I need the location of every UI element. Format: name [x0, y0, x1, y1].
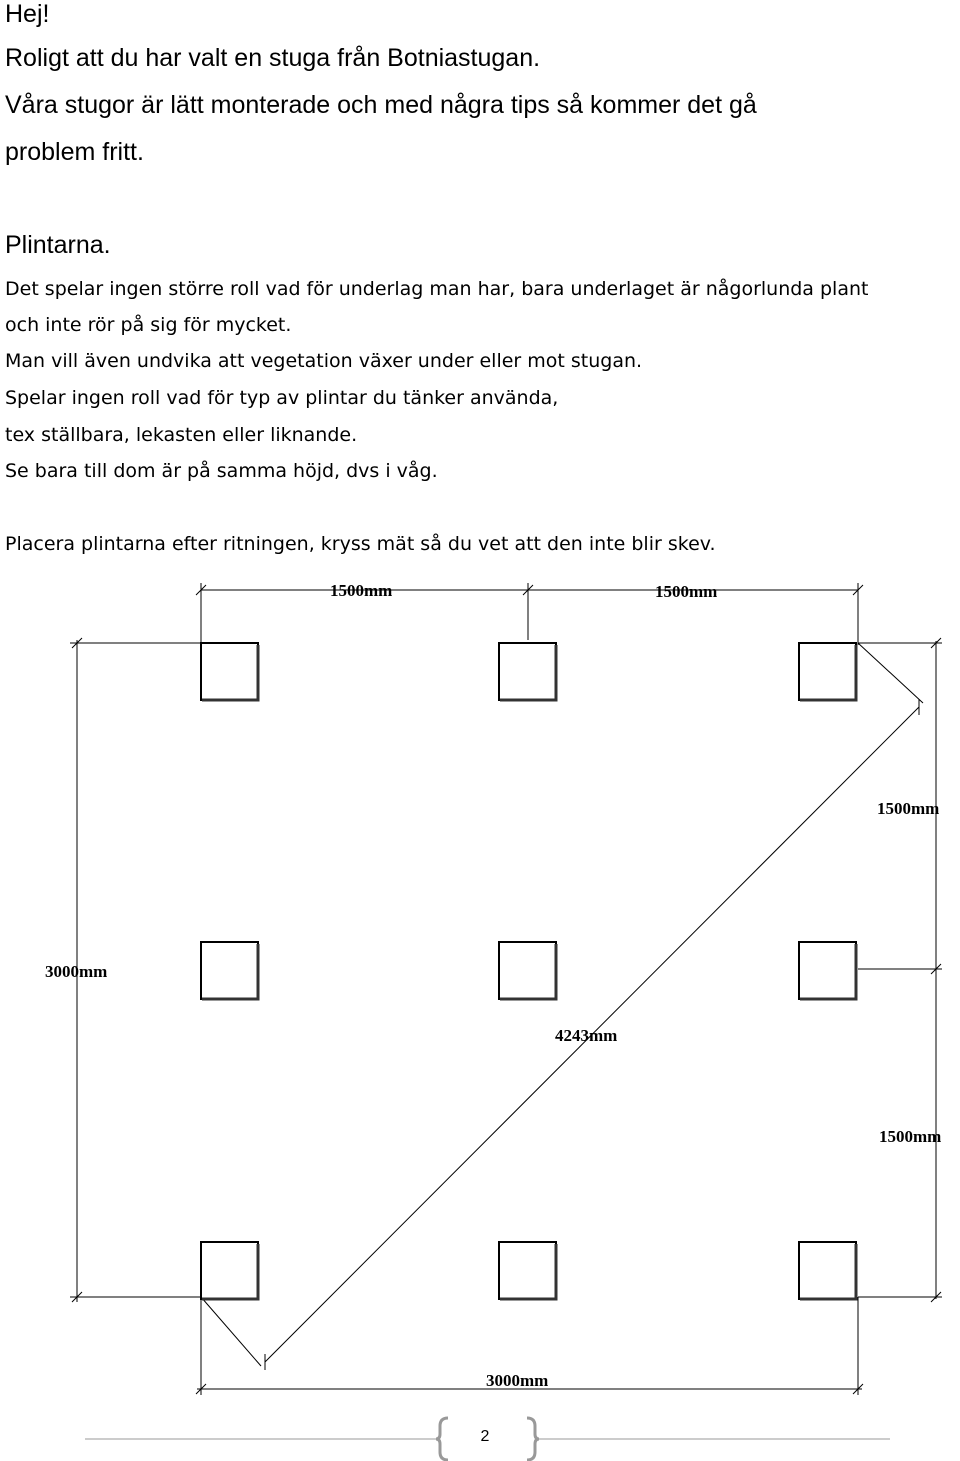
plinth — [498, 941, 557, 1000]
intro-line-2: Våra stugor är lätt monterade och med nå… — [5, 91, 757, 119]
dimension-label-top-right: 1500mm — [655, 582, 717, 601]
footer-bracket-left — [435, 1416, 449, 1461]
tick-mark — [852, 1383, 864, 1395]
foundation-plan-drawing: 1500mm 1500mm 1500mm 3000mm 4243mm 1500m… — [45, 581, 942, 1395]
plinth-shadow — [500, 944, 558, 1001]
plinth — [798, 941, 857, 1000]
diagonal-dimension-line — [264, 706, 920, 1363]
paragraph-line: tex ställbara, lekasten eller liknande. — [5, 424, 358, 446]
page-footer — [85, 1416, 890, 1461]
tick-mark — [930, 963, 942, 975]
greeting: Hej! — [5, 0, 50, 28]
paragraph-line: Spelar ingen roll vad för typ av plintar… — [5, 387, 559, 409]
tick-mark — [930, 637, 942, 649]
tick-mark — [930, 1291, 942, 1303]
intro-line-1: Roligt att du har valt en stuga från Bot… — [5, 44, 541, 72]
page-number: 2 — [480, 1428, 490, 1445]
plinth — [798, 642, 857, 701]
footer-bracket-right — [526, 1416, 540, 1461]
dimension-label-diagonal: 4243mm — [555, 1026, 617, 1045]
tick-mark — [71, 1291, 83, 1303]
tick-mark — [71, 637, 83, 649]
paragraph-line: Det spelar ingen större roll vad för und… — [5, 278, 869, 300]
instruction-line: Placera plintarna efter ritningen, kryss… — [5, 533, 716, 555]
plinth-shadow — [800, 1244, 858, 1301]
extension-line — [200, 1296, 262, 1367]
intro-line-3: problem fritt. — [5, 138, 144, 166]
plinth — [200, 642, 259, 701]
dimension-label-left: 3000mm — [45, 962, 107, 981]
plinth-shadow — [500, 1244, 558, 1301]
plinth — [798, 1241, 857, 1300]
paragraph-line: Man vill även undvika att vegetation väx… — [5, 350, 643, 372]
plinth-shadow — [202, 1244, 260, 1301]
extension-line — [857, 642, 924, 704]
plinth — [200, 941, 259, 1000]
paragraph-line: och inte rör på sig för mycket. — [5, 314, 292, 336]
plinth-shadow — [500, 645, 558, 702]
tick-mark — [195, 584, 207, 596]
tick-mark — [195, 1383, 207, 1395]
tick-mark — [852, 584, 864, 596]
dimension-label-right-lower: 1500mm — [879, 1127, 941, 1146]
plinth — [498, 642, 557, 701]
plinth-shadow — [800, 944, 858, 1001]
plinth — [200, 1241, 259, 1300]
dimension-label-bottom: 3000mm — [486, 1371, 548, 1390]
plinth-shadow — [800, 645, 858, 702]
plinth — [498, 1241, 557, 1300]
tick-mark — [522, 584, 534, 596]
dimension-label-top-left: 1500mm — [330, 581, 392, 600]
plinth-shadow — [202, 944, 260, 1001]
paragraph-line: Se bara till dom är på samma höjd, dvs i… — [5, 460, 438, 482]
dimension-label-right-upper: 1500mm — [877, 799, 939, 818]
section-heading: Plintarna. — [5, 231, 111, 259]
plinth-shadow — [202, 645, 260, 702]
